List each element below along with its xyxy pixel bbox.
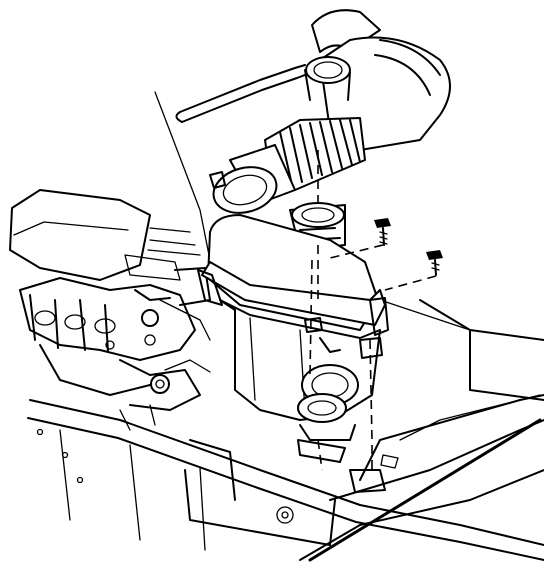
- radiator-support: [27, 299, 544, 562]
- assembly-guide-lines: [309, 150, 437, 471]
- engine-block: [9, 189, 211, 431]
- flex-bellows-duct: [209, 117, 366, 214]
- mounting-bolt: [374, 218, 443, 276]
- section-line: [154, 91, 211, 261]
- air-cleaner-housing: [197, 214, 389, 463]
